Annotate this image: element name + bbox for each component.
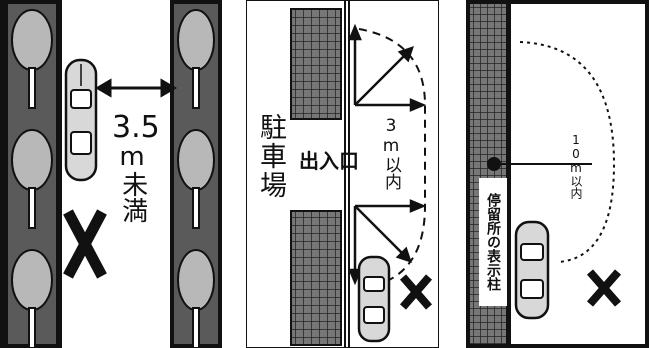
road-width-label: 3.5 m 未満 xyxy=(112,110,160,223)
car-icon xyxy=(357,255,391,343)
distance-label: 10m以内 xyxy=(569,133,583,199)
panel-bus-stop: 10m以内 停留所の表示柱 xyxy=(466,0,649,348)
car-icon xyxy=(514,220,550,320)
sign-post-text: 停留所の表示柱 xyxy=(485,193,501,291)
width-unit: m xyxy=(119,141,145,172)
entrance-label: 出入口 xyxy=(299,149,359,173)
bus-stop-post-icon xyxy=(487,157,501,171)
width-arrow-icon xyxy=(95,78,177,98)
panel-road-width: 3.5 m 未満 xyxy=(0,0,222,348)
building-upper xyxy=(290,8,342,120)
road-width-illustration xyxy=(0,0,222,348)
tree-icon xyxy=(11,9,215,348)
range-arrows-icon xyxy=(348,23,427,286)
distance-label: 3m以内 xyxy=(381,116,401,190)
sign-post-label: 停留所の表示柱 xyxy=(479,178,507,306)
width-text: 未満 xyxy=(117,170,148,223)
parking-label: 駐車場 xyxy=(255,113,286,200)
car-icon xyxy=(64,58,98,182)
prohibited-x-icon xyxy=(586,269,622,307)
building-lower xyxy=(290,210,342,346)
prohibited-x-icon xyxy=(63,209,107,279)
parking-entrance-illustration xyxy=(290,1,433,347)
width-value: 3.5 xyxy=(112,110,160,145)
prohibited-x-icon xyxy=(399,274,433,310)
panel-parking-entrance: 駐車場 出入口 3m以内 xyxy=(246,0,439,348)
